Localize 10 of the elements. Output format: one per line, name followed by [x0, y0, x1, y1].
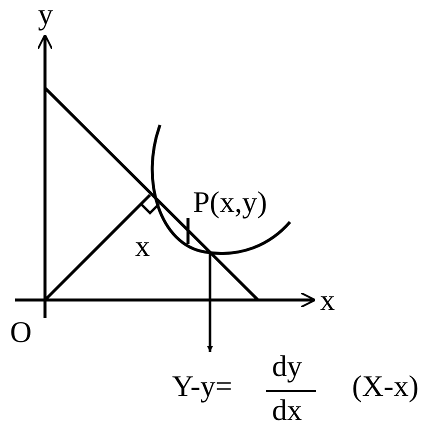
fraction-denominator: dx	[272, 396, 302, 426]
fraction-numerator: dy	[272, 352, 302, 382]
axis-label: y	[38, 0, 53, 30]
arrow	[207, 252, 213, 352]
origin-label: O	[10, 318, 32, 348]
point-label: P(x,y)	[193, 188, 268, 218]
length-label: x	[135, 232, 150, 262]
axis-label: x	[320, 286, 335, 316]
equation-text: (X-x)	[352, 372, 419, 402]
equation-text: Y-y=	[172, 372, 232, 402]
